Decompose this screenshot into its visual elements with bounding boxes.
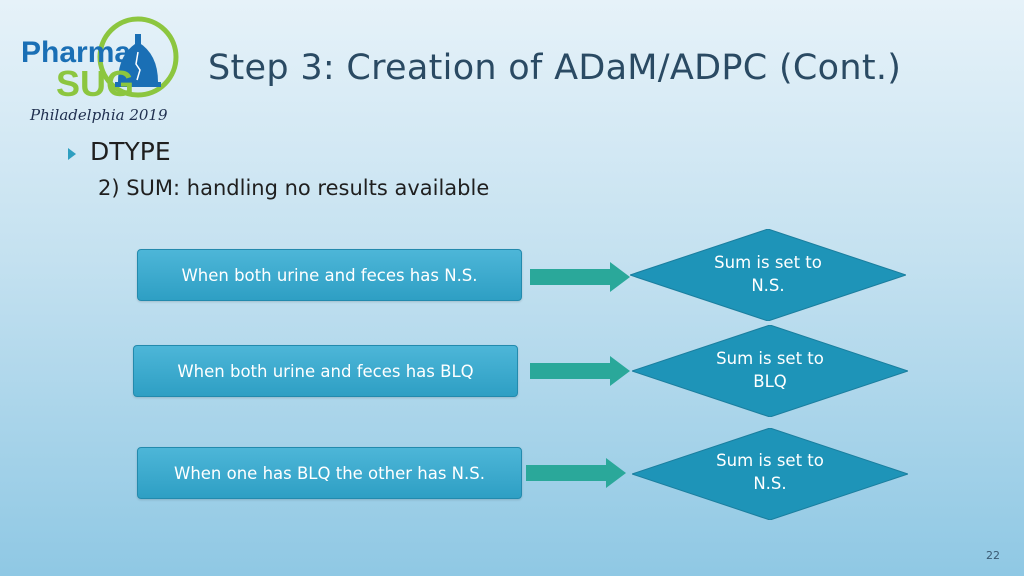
result-diamond-2: Sum is set to BLQ: [632, 325, 908, 417]
right-arrow-icon: [530, 356, 630, 386]
bullet-subheading: 2) SUM: handling no results available: [98, 176, 490, 200]
bullet-heading: DTYPE: [90, 137, 171, 166]
bullet-arrow-icon: [68, 148, 76, 160]
condition-box-3: When one has BLQ the other has N.S.: [137, 447, 522, 499]
result-diamond-1: Sum is set to N.S.: [630, 229, 906, 321]
logo-text-sug: SUG: [56, 63, 134, 104]
condition-box-2: When both urine and feces has BLQ: [133, 345, 518, 397]
result-text-2-line1: Sum is set to: [716, 349, 824, 368]
liberty-bell-logo-icon: Pharma SUG Philadelphia 2019: [21, 16, 179, 124]
condition-box-1: When both urine and feces has N.S.: [137, 249, 522, 301]
result-text-1-line1: Sum is set to: [714, 253, 822, 272]
right-arrow-icon: [526, 458, 626, 488]
result-text-2-line2: BLQ: [753, 372, 787, 391]
condition-text-2: When both urine and feces has BLQ: [177, 361, 474, 381]
result-text-1-line2: N.S.: [751, 276, 785, 295]
result-text-3-line1: Sum is set to: [716, 451, 824, 470]
condition-text-1: When both urine and feces has N.S.: [181, 265, 478, 285]
right-arrow-icon: [530, 262, 630, 292]
result-diamond-3: Sum is set to N.S.: [632, 428, 908, 520]
condition-text-3: When one has BLQ the other has N.S.: [174, 463, 485, 483]
logo-text-pharma: Pharma: [21, 36, 131, 69]
pharmasug-logo: Pharma SUG Philadelphia 2019: [18, 12, 188, 127]
page-number: 22: [986, 549, 1000, 562]
logo-text-city: Philadelphia 2019: [29, 106, 168, 124]
slide-title: Step 3: Creation of ADaM/ADPC (Cont.): [208, 48, 902, 88]
result-text-3-line2: N.S.: [753, 474, 787, 493]
